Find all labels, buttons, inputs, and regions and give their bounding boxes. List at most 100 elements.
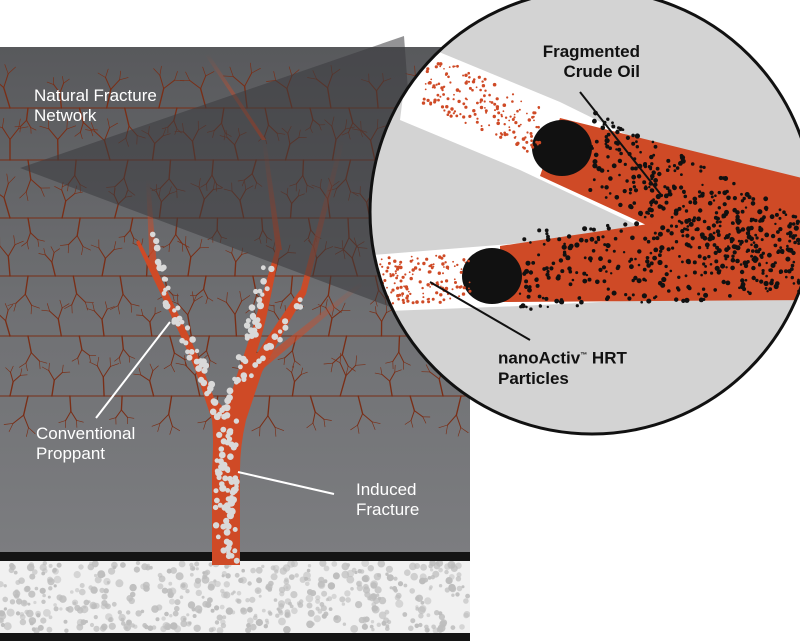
nanoparticle <box>429 101 433 105</box>
oil-fragment <box>674 240 679 244</box>
nanoparticle <box>484 107 486 109</box>
nanoparticle <box>422 97 426 101</box>
proppant-grain <box>176 315 183 322</box>
proppant-grain <box>161 276 167 282</box>
nanoparticle <box>450 107 454 111</box>
nanoparticle <box>462 102 466 106</box>
oil-fragment <box>604 138 610 144</box>
natural-fracture-branch <box>24 275 29 295</box>
oil-fragment <box>649 269 653 273</box>
base-grain <box>79 588 86 596</box>
callout-lines <box>95 91 663 495</box>
base-grain <box>461 585 465 589</box>
base-grain <box>188 621 192 625</box>
base-grain <box>157 583 164 590</box>
oil-fragment <box>611 163 617 169</box>
proppant-grain <box>268 265 275 273</box>
base-grain <box>202 571 206 575</box>
natural-fracture-branch <box>162 243 170 249</box>
nanoparticle <box>444 261 447 264</box>
natural-fracture-branch <box>140 308 144 316</box>
proppant-grain <box>260 265 266 271</box>
oil-fragment <box>718 175 723 181</box>
base-grain <box>168 581 173 586</box>
oil-fragment <box>793 215 798 219</box>
base-grain <box>16 598 23 605</box>
natural-fracture-branch <box>109 122 118 129</box>
natural-fracture-branch <box>300 367 303 375</box>
oil-fragment <box>653 178 658 183</box>
oil-fragment <box>752 241 756 244</box>
base-grain <box>120 562 126 568</box>
oil-fragment <box>565 255 571 261</box>
oil-fragment <box>642 180 647 185</box>
natural-fracture-branch <box>306 422 314 429</box>
oil-fragment <box>549 266 554 271</box>
natural-fracture-branch <box>231 246 234 254</box>
oil-fragment <box>677 275 681 279</box>
nanoparticle <box>435 281 439 285</box>
natural-fracture-branch <box>357 395 364 415</box>
proppant-grain <box>228 553 235 559</box>
base-grain <box>89 622 95 628</box>
base-grain <box>426 613 431 618</box>
base-grain <box>221 574 225 578</box>
base-grain <box>378 611 387 620</box>
natural-fracture-branch <box>96 356 100 367</box>
nanoparticle <box>508 129 511 132</box>
natural-fracture-branch <box>136 314 144 316</box>
nanoparticle <box>518 108 521 111</box>
oil-fragment <box>653 200 659 205</box>
base-grain <box>130 623 135 628</box>
oil-fragment <box>659 245 665 251</box>
nanoparticle <box>537 126 539 128</box>
oil-fragment <box>684 242 689 247</box>
oil-fragment <box>700 235 704 239</box>
natural-fracture-branch <box>118 348 124 358</box>
natural-fracture-branch <box>59 92 63 109</box>
natural-fracture-branch <box>267 395 271 417</box>
oil-fragment <box>716 233 721 237</box>
proppant-grain <box>200 358 207 365</box>
base-grain <box>333 615 342 624</box>
base-grain <box>14 589 19 594</box>
proppant-grain <box>223 404 231 412</box>
base-grain <box>455 576 462 582</box>
nanoparticle <box>512 130 516 134</box>
oil-fragment <box>784 269 788 274</box>
oil-fragment <box>614 195 620 200</box>
natural-fracture-branch <box>109 357 111 367</box>
nanoparticle <box>394 270 397 273</box>
nanoparticle <box>438 62 443 66</box>
oil-fragment <box>520 303 526 309</box>
natural-fracture-branch <box>169 425 173 435</box>
proppant-grain <box>233 418 240 424</box>
proppant-grain <box>153 244 161 252</box>
nanoparticle <box>405 296 409 300</box>
proppant-grain <box>229 495 234 500</box>
base-grain <box>29 573 36 580</box>
oil-fragment <box>788 239 792 243</box>
natural-fracture-branch <box>94 130 105 142</box>
nanoparticle <box>417 262 420 265</box>
oil-fragment <box>633 188 639 193</box>
base-grain <box>410 618 416 624</box>
base-grain <box>42 593 46 598</box>
nanoparticle <box>427 297 430 300</box>
proppant-grain <box>200 379 208 387</box>
oil-fragment <box>697 190 702 194</box>
nanoparticle <box>468 86 472 90</box>
base-grain <box>117 610 123 615</box>
proppant-grain <box>249 312 257 320</box>
oil-fragment <box>579 299 584 305</box>
proppant-grain <box>179 337 185 344</box>
oil-fragment <box>735 258 740 264</box>
oil-fragment <box>526 294 531 299</box>
oil-fragment <box>717 206 721 210</box>
base-grain <box>80 605 89 614</box>
proppant-grain <box>297 297 303 303</box>
oil-fragment <box>617 158 623 164</box>
proppant-grain <box>223 529 231 536</box>
nanoparticle <box>473 112 477 116</box>
